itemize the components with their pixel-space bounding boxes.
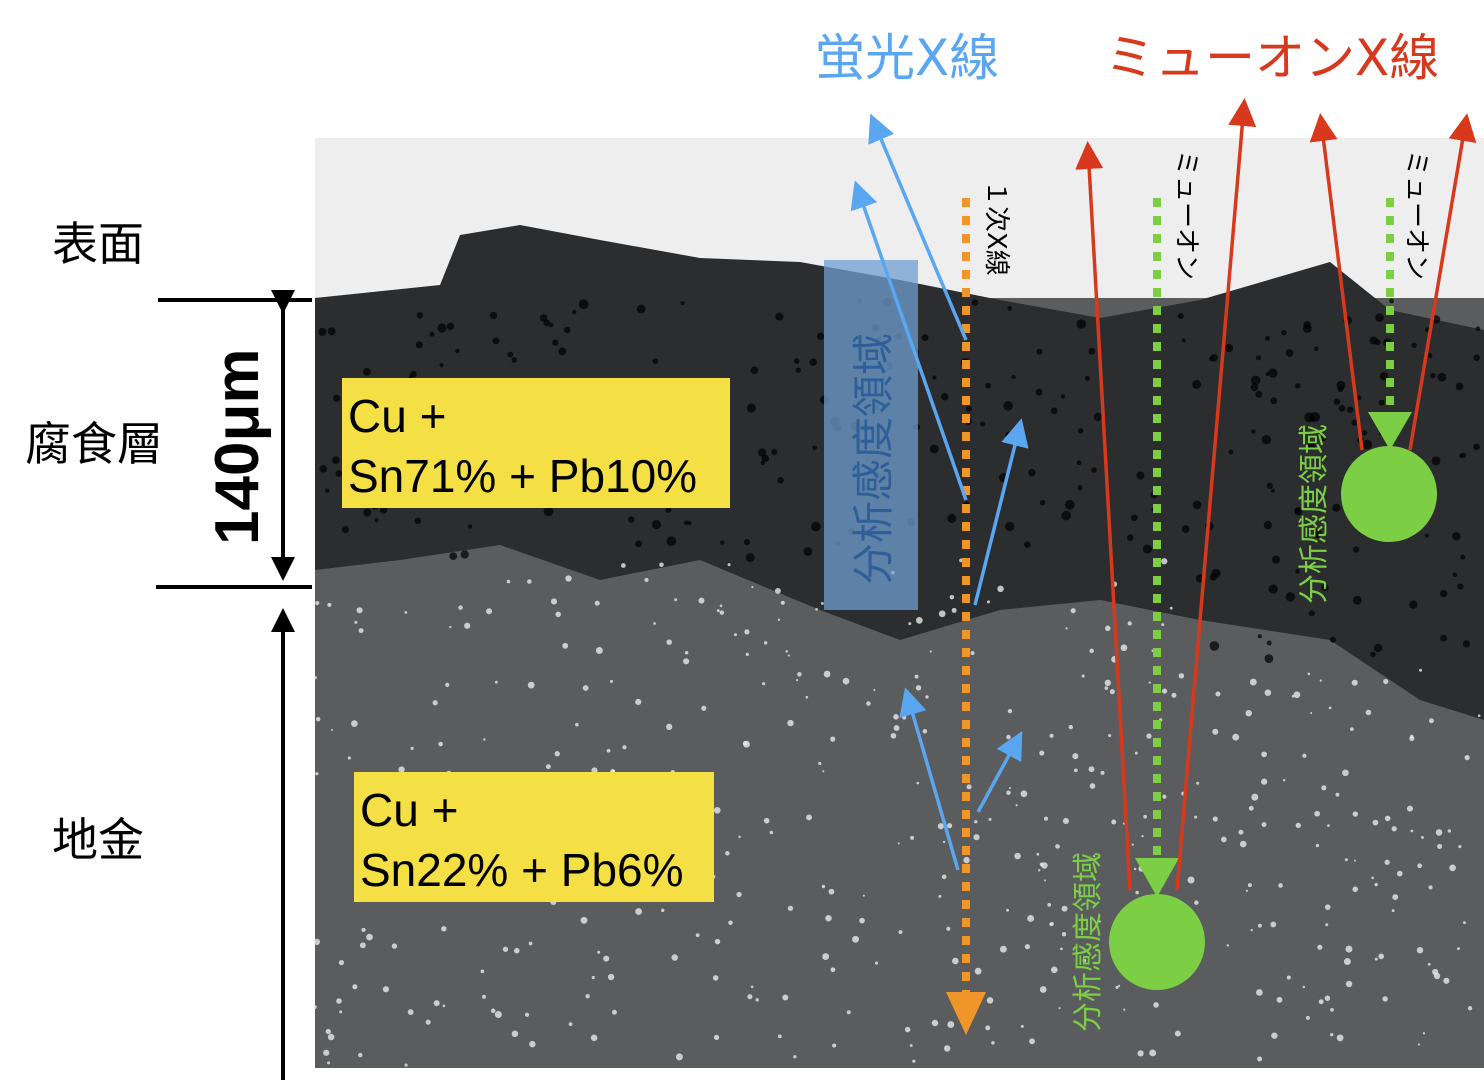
svg-text:Sn22% + Pb6%: Sn22% + Pb6%	[360, 844, 684, 896]
muon-stop-region-shallow	[1341, 446, 1437, 542]
svg-text:Cu +: Cu +	[348, 390, 446, 442]
corrosion-layer-label: 腐食層	[25, 417, 163, 471]
scale-bar: 140μm	[156, 290, 312, 1080]
svg-text:Sn71% + Pb10%: Sn71% + Pb10%	[348, 450, 697, 502]
muon-deep-sensitivity-label: 分析感度領域	[1071, 852, 1106, 1032]
primary-xray-label: １次X線	[981, 180, 1011, 276]
muon-arrowhead-shallow	[1368, 412, 1412, 450]
svg-text:Cu +: Cu +	[360, 784, 458, 836]
muon-xray-arrows	[1075, 98, 1477, 891]
muon-label-2: ミューオン	[1401, 150, 1431, 280]
xrf-sensitivity-label: 分析感度領域	[849, 333, 898, 585]
base-composition-box: Cu + Sn22% + Pb6%	[354, 772, 714, 902]
muon-shallow-sensitivity-label: 分析感度領域	[1297, 424, 1332, 604]
base-metal-label: 地金	[52, 813, 144, 867]
scale-label: 140μm	[203, 348, 272, 545]
surface-label: 表面	[52, 217, 144, 271]
muon-stop-region-deep	[1109, 894, 1205, 990]
muon-label-1: ミューオン	[1171, 150, 1201, 280]
muon-arrowhead-deep	[1135, 858, 1179, 897]
muon-xray-heading: ミューオンX線	[1105, 29, 1439, 87]
fluorescent-xray-arrows	[850, 113, 1029, 871]
primary-xray-arrowhead	[946, 992, 986, 1035]
corrosion-composition-box: Cu + Sn71% + Pb10%	[342, 378, 730, 508]
fluorescent-xray-heading: 蛍光X線	[815, 29, 999, 87]
